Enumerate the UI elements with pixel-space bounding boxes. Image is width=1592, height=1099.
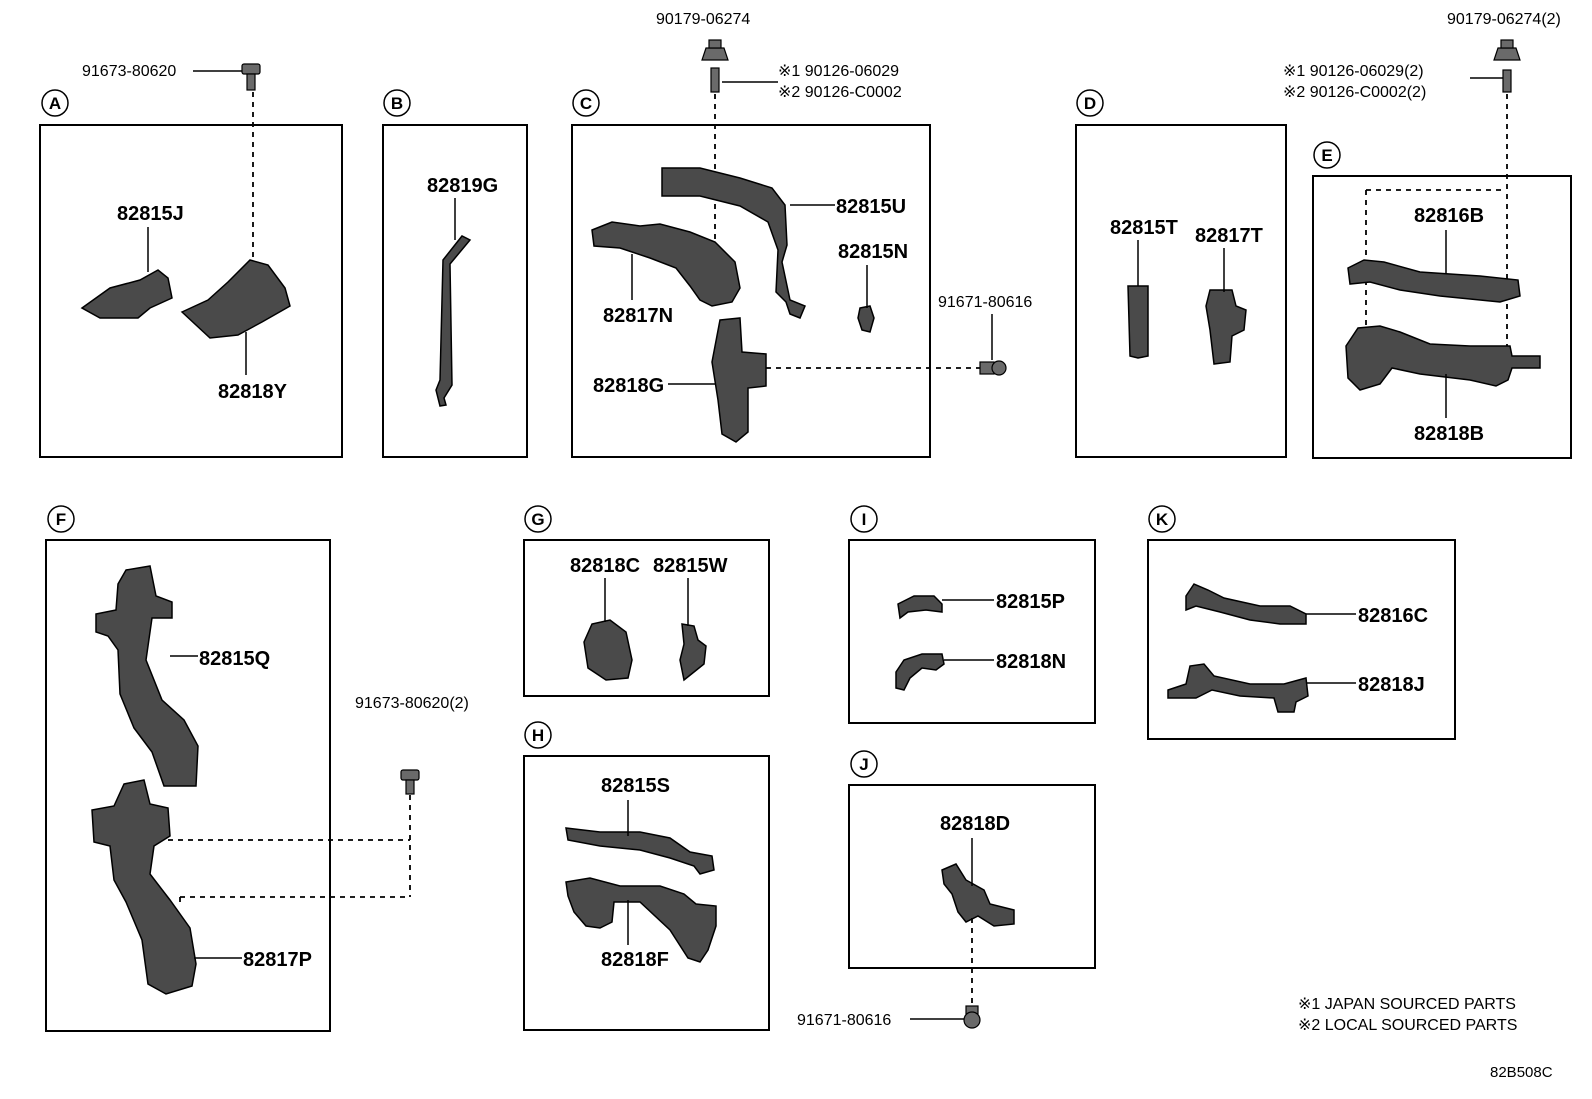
section-e-box (1312, 175, 1572, 459)
section-e-badge: E (1321, 146, 1332, 165)
section-i: I 82815P 82818N (848, 505, 1096, 724)
part-label-82817P: 82817P (243, 949, 312, 971)
part-82818B-shape (1345, 325, 1541, 391)
section-e: E 90179-06274(2) ※1 90126-06029(2) ※2 90… (1283, 11, 1572, 459)
part-label-82818G: 82818G (593, 375, 664, 397)
part-82816B-shape (1347, 259, 1521, 303)
section-k-box (1147, 539, 1456, 740)
part-82815N-shape (857, 305, 875, 333)
fastener-label-c-nut: 90179-06274 (656, 11, 750, 28)
fastener-label-f-bolt: 91673-80620(2) (355, 695, 469, 712)
section-g-box (523, 539, 770, 697)
part-label-82818J: 82818J (1358, 674, 1425, 696)
part-label-82815J: 82815J (117, 203, 184, 225)
section-f: F 82815Q 82817P 91673-80620(2) (45, 505, 469, 1032)
part-82816C-shape (1185, 583, 1307, 625)
part-82818J-shape (1167, 663, 1309, 713)
part-label-82815Q: 82815Q (199, 648, 270, 670)
part-82818N-shape (895, 653, 945, 691)
part-label-82815N: 82815N (838, 241, 908, 263)
fastener-label-a-bolt: 91673-80620 (82, 63, 176, 80)
note-local-sourced: ※2 LOCAL SOURCED PARTS (1298, 1017, 1517, 1034)
part-82815T-shape (1127, 285, 1149, 359)
part-label-82818D: 82818D (940, 813, 1010, 835)
part-82817N-shape (591, 221, 741, 307)
part-label-82815W: 82815W (653, 555, 728, 577)
section-b: B 82819G (382, 89, 528, 458)
part-label-82818Y: 82818Y (218, 381, 288, 403)
legend-notes: ※1 JAPAN SOURCED PARTS ※2 LOCAL SOURCED … (1298, 996, 1517, 1034)
part-82815W-shape (679, 623, 707, 682)
section-d-badge: D (1084, 94, 1096, 113)
section-f-badge: F (56, 510, 66, 529)
fastener-label-e-nut: 90179-06274(2) (1447, 11, 1561, 28)
section-a: A 91673-80620 82815J 82818Y (39, 63, 343, 458)
nut-icon (1493, 39, 1521, 61)
part-82815Q-shape (95, 565, 199, 787)
part-82817P-shape (91, 779, 197, 995)
section-a-badge: A (49, 94, 61, 113)
section-c-box (571, 124, 931, 458)
part-label-82815S: 82815S (601, 775, 670, 797)
section-h: H 82815S 82818F (523, 721, 770, 1031)
diagram-reference-code: 82B508C (1490, 1064, 1553, 1081)
part-label-82818C: 82818C (570, 555, 640, 577)
section-c-badge: C (580, 94, 592, 113)
part-82815P-shape (897, 595, 943, 620)
section-g: G 82818C 82815W (523, 505, 770, 697)
bolt-icon (979, 360, 1007, 376)
section-c: C 90179-06274 ※1 90126-06029 ※2 90126-C0… (571, 11, 1032, 458)
note-japan-sourced: ※1 JAPAN SOURCED PARTS (1298, 996, 1516, 1013)
section-a-box (39, 124, 343, 458)
stud-icon (710, 67, 720, 93)
section-d-box (1075, 124, 1287, 458)
section-j-badge: J (859, 755, 868, 774)
fastener-label-j-bolt: 91671-80616 (797, 1012, 891, 1029)
part-82815S-shape (565, 827, 715, 875)
bolt-icon (400, 769, 420, 795)
part-82818D-shape (941, 863, 1015, 927)
part-82817T-shape (1205, 289, 1247, 365)
part-label-82816B: 82816B (1414, 205, 1484, 227)
fastener-label-e-stud1: ※1 90126-06029(2) (1283, 63, 1424, 80)
bolt-icon (963, 1005, 981, 1029)
section-b-badge: B (391, 94, 403, 113)
section-f-box (45, 539, 331, 1032)
part-label-82816C: 82816C (1358, 605, 1428, 627)
section-k: K 82816C 82818J (1147, 505, 1456, 740)
nut-icon (701, 39, 729, 61)
section-h-box (523, 755, 770, 1031)
part-82818C-shape (583, 619, 633, 681)
section-k-badge: K (1156, 510, 1169, 529)
part-82818F-shape (565, 877, 717, 963)
section-h-badge: H (532, 726, 544, 745)
section-d: D 82815T 82817T (1075, 89, 1287, 458)
part-82815U-shape (661, 167, 806, 319)
section-b-box (382, 124, 528, 458)
fastener-label-c-stud1: ※1 90126-06029 (778, 63, 899, 80)
fastener-label-e-stud2: ※2 90126-C0002(2) (1283, 84, 1426, 101)
fastener-label-c-stud2: ※2 90126-C0002 (778, 84, 902, 101)
fastener-label-c-bolt: 91671-80616 (938, 294, 1032, 311)
section-i-box (848, 539, 1096, 724)
part-label-82815T: 82815T (1110, 217, 1178, 239)
section-i-badge: I (862, 510, 867, 529)
part-82818Y-shape (180, 259, 291, 339)
bolt-icon (241, 63, 261, 91)
part-82815J-shape (80, 269, 173, 319)
part-label-82815U: 82815U (836, 196, 906, 218)
part-82819G-shape (435, 235, 472, 407)
part-label-82818N: 82818N (996, 651, 1066, 673)
part-label-82815P: 82815P (996, 591, 1065, 613)
section-g-badge: G (531, 510, 544, 529)
part-label-82818F: 82818F (601, 949, 669, 971)
part-82818G-shape (711, 317, 767, 443)
part-label-82819G: 82819G (427, 175, 498, 197)
part-label-82817T: 82817T (1195, 225, 1263, 247)
part-label-82818B: 82818B (1414, 423, 1484, 445)
section-j: J 82818D 91671-80616 (797, 750, 1096, 1029)
stud-icon (1502, 69, 1512, 93)
part-label-82817N: 82817N (603, 305, 673, 327)
